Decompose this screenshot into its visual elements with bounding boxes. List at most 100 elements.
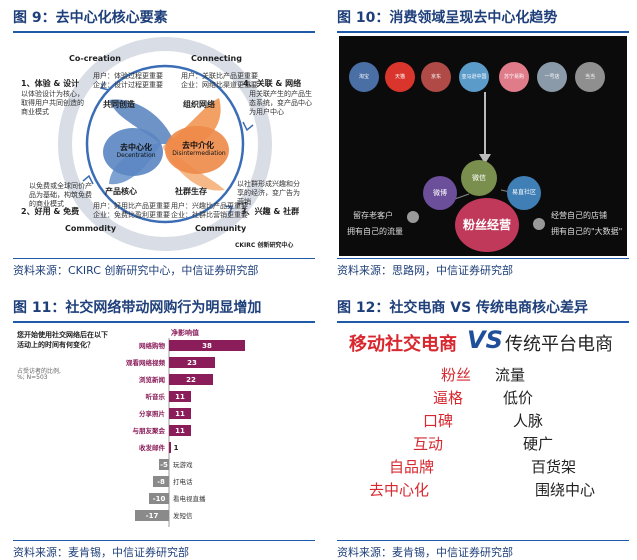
platform-label: 一号店: [544, 74, 560, 80]
note-tl-left: 以体验设计为核心，取得用户共同创造的商业模式: [21, 90, 84, 116]
traditional-feature: 人脉: [513, 412, 544, 430]
bar: [169, 357, 215, 368]
label-disinter-en: Disintermediation: [172, 150, 226, 157]
category-label: 发短信: [173, 511, 193, 520]
bar-value-label: -8: [157, 478, 165, 486]
community-label: 易直社区: [511, 189, 536, 196]
platform-circle: 苏宁易购: [499, 62, 529, 92]
figure-12-panel: 图 12：社交电商 VS 传统电商核心差异 移动社交电商 VS 传统平台电商 粉…: [337, 296, 629, 559]
title-rule: [13, 31, 315, 33]
right-heading: 传统平台电商: [505, 334, 613, 355]
bar-value-label: 23: [187, 359, 197, 367]
note-tl-corp: 企业：设计过程更重要: [93, 81, 163, 89]
note-br-corp: 企业：社群比营销更重要: [171, 211, 248, 219]
left-text-1: 留存老客户: [353, 211, 393, 220]
chart-note-2: %; N=503: [17, 374, 48, 381]
traditional-feature: 硬广: [523, 435, 554, 453]
bar-value-label: -10: [153, 495, 166, 503]
bar: [169, 408, 191, 419]
category-label: 收发邮件: [139, 443, 166, 452]
consumption-diagram: 淘宝 天猫 京东 亚马逊中国 苏宁易购 一号店 当当 微信 微博 易直社区 粉丝经营 留存老…: [339, 36, 627, 256]
platform-label: 天猫: [394, 74, 405, 80]
label-cocreation: Co-creation: [69, 54, 121, 63]
label-item4: 4、关联 & 网络: [243, 79, 302, 88]
chart-header: 净影响值: [171, 329, 199, 337]
note-bl-left: 以免费或全球同价产品为基础，构筑免费的商业模式: [29, 182, 92, 208]
note-tr-user: 用户：关联比产品更重要: [181, 72, 258, 80]
traditional-feature: 流量: [495, 366, 526, 384]
label-gongtong: 共同创造: [103, 100, 135, 109]
social-feature: 自品牌: [389, 458, 435, 476]
footer-rule: [337, 540, 629, 541]
category-label: 浏览新闻: [139, 375, 166, 384]
label-zuzhi: 组织网络: [183, 100, 215, 109]
outer-ring: [85, 64, 245, 224]
figure-11-title: 图 11：社交网络带动网购行为明显增加: [13, 300, 262, 316]
bar-value-label: -17: [146, 512, 159, 520]
label-shequn: 社群生存: [175, 187, 207, 196]
social-feature: 逼格: [433, 389, 464, 407]
figure-11-source: 资料来源：麦肯锡，中信证券研究部: [13, 546, 189, 559]
platform-label: 亚马逊中国: [461, 74, 487, 80]
note-bl-user: 用户：好用比产品更重要: [93, 202, 170, 210]
social-feature: 去中心化: [369, 481, 430, 499]
label-chanpin: 产品核心: [105, 187, 137, 196]
bar-value-label: 22: [186, 376, 196, 384]
label-item2: 2、好用 & 免费: [21, 207, 80, 216]
social-feature: 口碑: [423, 412, 454, 430]
bar: [149, 493, 169, 504]
footer-rule: [13, 258, 315, 259]
figure-12-source: 资料来源：麦肯锡，中信证券研究部: [337, 546, 513, 559]
fans-label: 粉丝经营: [462, 218, 511, 232]
note-br-user: 用户：兴趣比产品更重要: [171, 202, 248, 210]
fans-circle: 粉丝经营: [455, 198, 519, 252]
bar-value-label: 1: [174, 444, 179, 452]
right-text-1: 经营自己的店铺: [551, 211, 607, 220]
social-feature: 粉丝: [441, 366, 472, 384]
traditional-feature: 围绕中心: [535, 481, 596, 499]
platform-label: 淘宝: [358, 74, 369, 80]
traditional-feature: 低价: [503, 389, 534, 407]
label-item1: 1、体验 & 设计: [21, 79, 80, 88]
weixin-circle: 微信: [461, 160, 497, 196]
chart-note-1: 占受访者的比例,: [17, 368, 61, 375]
label-decent-en: Decentration: [116, 152, 156, 159]
platform-label: 当当: [584, 74, 595, 80]
label-community: Community: [195, 224, 247, 233]
bar-value-label: -5: [160, 461, 168, 469]
category-label: 网络购物: [139, 341, 166, 350]
weixin-label: 微信: [472, 174, 486, 182]
note-tr-corp: 企业：网络比渠道更重要: [181, 81, 258, 89]
note-br-right: 以社群形成兴趣和分享的经济，变广告为营销: [237, 180, 300, 206]
chart-question: 您开始使用社交网络后在以下活动上的时间有何变化？: [17, 331, 108, 349]
footer-rule: [337, 258, 629, 259]
figure-9-source: 资料来源：CKIRC 创新研究中心，中信证券研究部: [13, 264, 259, 277]
platform-circle: 亚马逊中国: [459, 62, 489, 92]
category-label: 打电话: [173, 477, 193, 486]
platform-circle: 一号店: [537, 62, 567, 92]
comparison-box: 移动社交电商 VS 传统平台电商 粉丝逼格口碑互动自品牌去中心化 流量低价人脉硬…: [337, 326, 629, 536]
bar-value-label: 38: [202, 342, 212, 350]
label-disinter-cn: 去中介化: [182, 141, 214, 150]
social-shopping-chart: 您开始使用社交网络后在以下活动上的时间有何变化？ 占受访者的比例, %; N=5…: [13, 324, 289, 532]
weibo-label: 微博: [433, 189, 447, 197]
note-tl-user: 用户：体验过程更重要: [93, 72, 163, 80]
bar: [159, 459, 169, 470]
decentralization-diagram: [13, 34, 315, 256]
bar: [169, 391, 191, 402]
note-bl-corp: 企业：免费比盈利更重要: [93, 211, 170, 219]
figure-10-title: 图 10：消费领域呈现去中心化趋势: [337, 10, 558, 26]
bar-value-label: 11: [175, 393, 185, 401]
grey-dot-right: [533, 218, 545, 230]
bar: [169, 374, 213, 385]
figure-12-title: 图 12：社交电商 VS 传统电商核心差异: [337, 300, 589, 316]
label-decent-cn: 去中心化: [120, 143, 152, 152]
weibo-circle: 微博: [423, 176, 457, 210]
category-label: 观看网络视频: [126, 358, 166, 367]
footer-rule: [13, 540, 315, 541]
platform-label: 京东: [430, 74, 441, 80]
title-rule: [337, 321, 629, 323]
title-rule: [13, 321, 315, 323]
platform-circle: 当当: [575, 62, 605, 92]
bar: [153, 476, 169, 487]
